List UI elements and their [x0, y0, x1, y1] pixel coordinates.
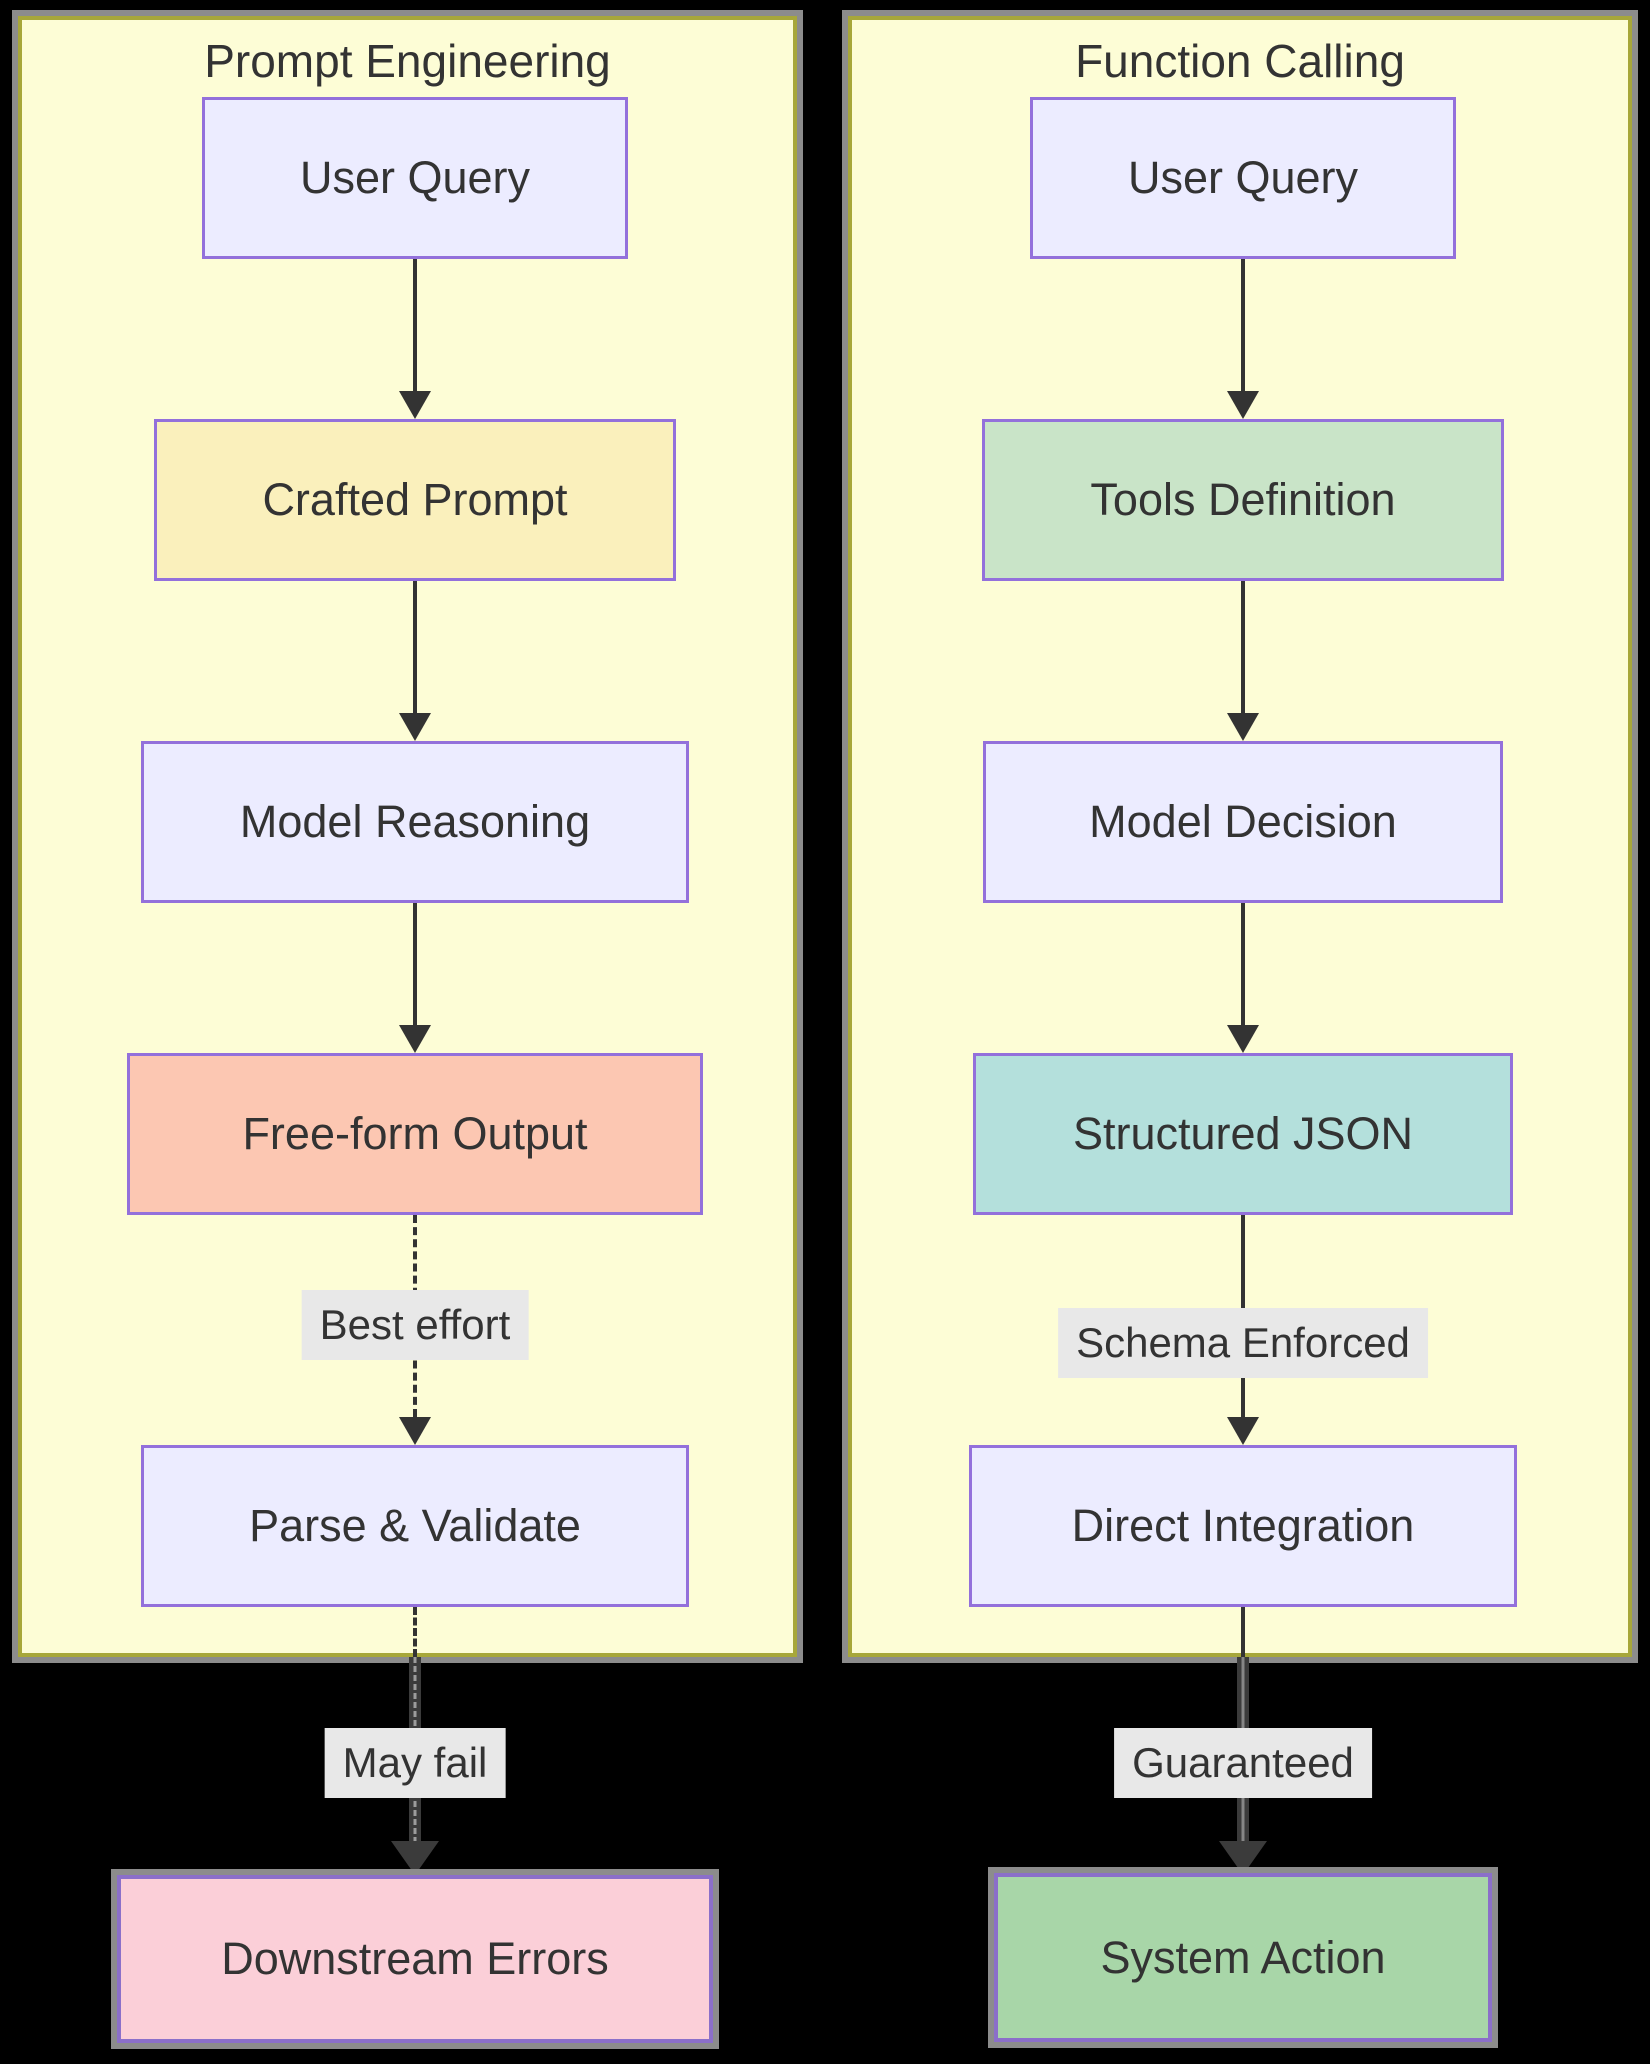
edge-modeldecision-to-structuredjson: [1241, 903, 1245, 1025]
node-label: Free-form Output: [242, 1108, 588, 1159]
arrowhead-down-icon: [1219, 1841, 1267, 1875]
node-label: Model Decision: [1089, 796, 1397, 847]
edge-label-best-effort: Best effort: [301, 1290, 529, 1360]
node-user-query-pe: User Query: [202, 97, 628, 259]
edge-craftedprompt-to-modelreasoning: [413, 581, 417, 713]
subgraph-title-function-calling: Function Calling: [1075, 35, 1405, 87]
arrowhead-down-icon: [399, 391, 431, 419]
node-label: Model Reasoning: [239, 796, 591, 847]
node-structured-json: Structured JSON: [973, 1053, 1513, 1215]
node-label: Parse & Validate: [249, 1500, 581, 1551]
edge-userquery-to-toolsdefinition: [1241, 259, 1245, 391]
node-label: System Action: [1100, 1931, 1386, 1983]
arrowhead-down-icon: [399, 1025, 431, 1053]
edge-modelreasoning-to-freeform: [413, 903, 417, 1025]
edge-userquery-to-craftedprompt: [413, 259, 417, 391]
edge-label-may-fail: May fail: [324, 1728, 506, 1798]
arrowhead-down-icon: [399, 713, 431, 741]
node-tools-definition: Tools Definition: [982, 419, 1504, 581]
arrowhead-down-icon: [399, 1417, 431, 1445]
arrowhead-down-icon: [391, 1841, 439, 1875]
node-direct-integration: Direct Integration: [969, 1445, 1517, 1607]
edge-label-schema-enforced: Schema Enforced: [1058, 1308, 1428, 1378]
edge-directintegration-exit: [1241, 1607, 1245, 1657]
node-label: Downstream Errors: [221, 1933, 609, 1984]
node-label: Structured JSON: [1072, 1108, 1414, 1159]
arrowhead-down-icon: [1227, 1025, 1259, 1053]
node-freeform-output: Free-form Output: [127, 1053, 703, 1215]
node-crafted-prompt: Crafted Prompt: [154, 419, 676, 581]
node-label: User Query: [299, 152, 531, 203]
node-label: Tools Definition: [1090, 474, 1396, 525]
arrowhead-down-icon: [1227, 1417, 1259, 1445]
edge-parsevalidate-exit: [413, 1607, 417, 1657]
arrowhead-down-icon: [1227, 713, 1259, 741]
edge-toolsdefinition-to-modeldecision: [1241, 581, 1245, 713]
node-label: User Query: [1127, 152, 1359, 203]
node-system-action: System Action: [994, 1873, 1492, 2042]
node-model-reasoning: Model Reasoning: [141, 741, 689, 903]
node-parse-validate: Parse & Validate: [141, 1445, 689, 1607]
arrowhead-down-icon: [1227, 391, 1259, 419]
edge-label-guaranteed: Guaranteed: [1114, 1728, 1372, 1798]
node-label: Direct Integration: [1071, 1500, 1415, 1551]
node-label: Crafted Prompt: [262, 474, 568, 525]
node-model-decision: Model Decision: [983, 741, 1503, 903]
node-downstream-errors: Downstream Errors: [117, 1875, 713, 2043]
subgraph-title-prompt-engineering: Prompt Engineering: [204, 35, 611, 87]
node-user-query-fc: User Query: [1030, 97, 1456, 259]
